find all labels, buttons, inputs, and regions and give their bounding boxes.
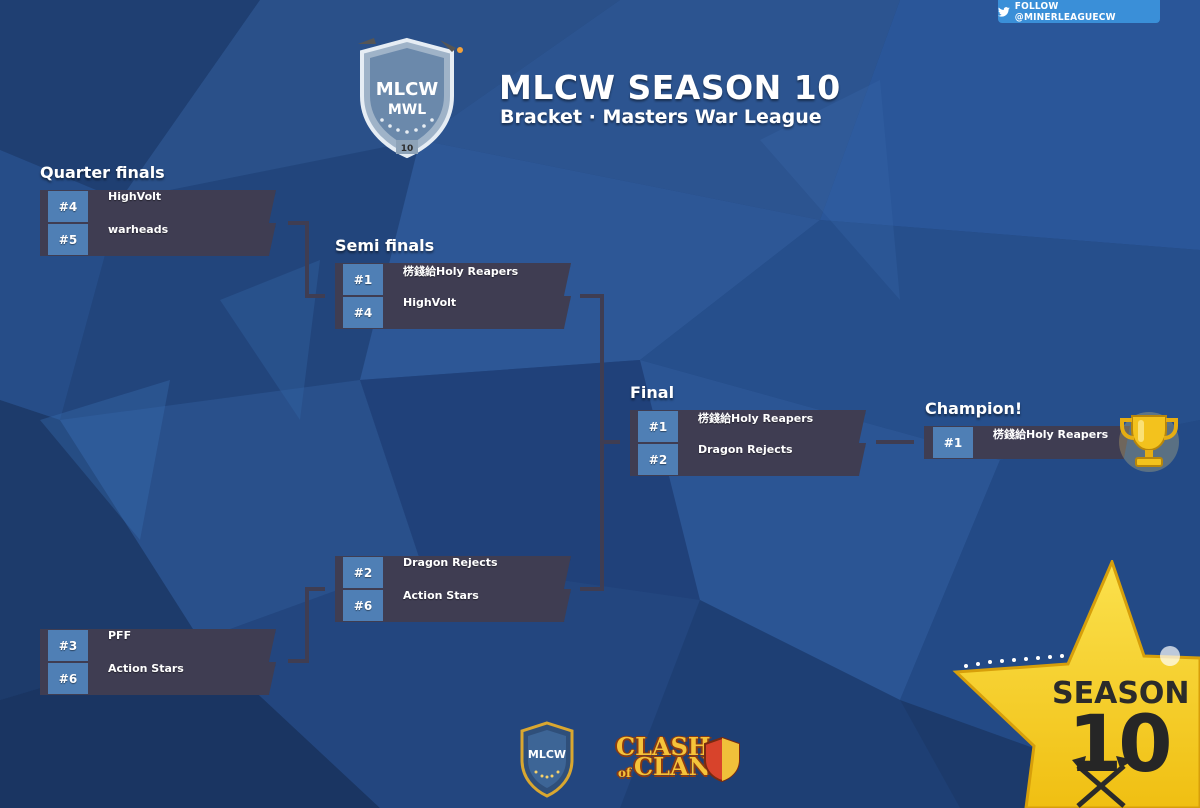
sf-match-1: #1 㭶錢給Holy Reapers #4 HighVolt [335,263,571,329]
seed-badge: #1 [638,411,678,442]
footer-badge-text: MLCW [528,748,566,761]
page-subtitle: Bracket · Masters War League [500,106,822,128]
champion-row[interactable]: #1 㭶錢給Holy Reapers [924,426,1130,459]
follow-label: FOLLOW @MINERLEAGUECW [1014,0,1116,23]
coc-of: of [618,766,632,780]
mlcw-footer-badge: MLCW [520,721,574,798]
team-name: Action Stars [403,589,479,602]
season-number: 10 [1068,700,1173,790]
semi-finals-label: Semi finals [335,236,435,255]
logo-mlcw-text: MLCW [376,79,439,100]
pickaxe-shovel-icon [1072,756,1134,808]
match-row[interactable]: #2 Dragon Rejects [630,443,866,476]
team-name: 㭶錢給Holy Reapers [698,412,814,425]
final-match: #1 㭶錢給Holy Reapers #2 Dragon Rejects [630,410,866,476]
team-name: PFF [108,629,132,642]
match-row[interactable]: #6 Action Stars [335,589,571,622]
seed-badge: #2 [343,557,383,588]
follow-twitter-button[interactable]: FOLLOW @MINERLEAGUECW [998,0,1160,23]
seed-badge: #2 [638,444,678,475]
match-row[interactable]: #1 㭶錢給Holy Reapers [630,410,866,443]
team-name: 㭶錢給Holy Reapers [993,428,1109,441]
seed-badge: #4 [343,297,383,328]
match-row[interactable]: #2 Dragon Rejects [335,556,571,589]
clash-of-clans-logo: CLASH of CLANS [616,732,746,792]
qf-match-2: #3 PFF #6 Action Stars [40,629,276,695]
coc-line1: CLASH [616,732,711,761]
team-name: HighVolt [403,296,457,309]
team-name: Action Stars [108,662,184,675]
match-row[interactable]: #5 warheads [40,223,276,256]
match-row[interactable]: #1 㭶錢給Holy Reapers [335,263,571,296]
match-row[interactable]: #6 Action Stars [40,662,276,695]
seed-badge: #3 [48,630,88,661]
match-row[interactable]: #4 HighVolt [40,190,276,223]
seed-badge: #1 [343,264,383,295]
seed-badge: #5 [48,224,88,255]
sf-match-2: #2 Dragon Rejects #6 Action Stars [335,556,571,622]
team-name: 㭶錢給Holy Reapers [403,265,519,278]
logo-mwl-text: MWL [388,102,426,118]
champion-label: Champion! [925,399,1023,418]
seed-badge: #4 [48,191,88,222]
logo-number-text: 10 [401,144,414,154]
season-star [952,560,1200,808]
team-name: Dragon Rejects [698,443,793,456]
twitter-icon [998,6,1010,17]
team-name: warheads [108,223,169,236]
quarter-finals-label: Quarter finals [40,163,165,182]
match-row[interactable]: #3 PFF [40,629,276,662]
qf-match-1: #4 HighVolt #5 warheads [40,190,276,256]
seed-badge: #1 [933,427,973,458]
seed-badge: #6 [343,590,383,621]
match-row[interactable]: #4 HighVolt [335,296,571,329]
season-label: SEASON [1052,676,1190,711]
team-name: HighVolt [108,190,162,203]
seed-badge: #6 [48,663,88,694]
trophy-icon [1119,412,1179,472]
final-label: Final [630,383,675,402]
clan-shield-icon [704,736,740,782]
team-name: Dragon Rejects [403,556,498,569]
mlcw-shield-logo: MLCW MWL 10 [358,37,463,159]
page-title: MLCW SEASON 10 [499,68,841,107]
